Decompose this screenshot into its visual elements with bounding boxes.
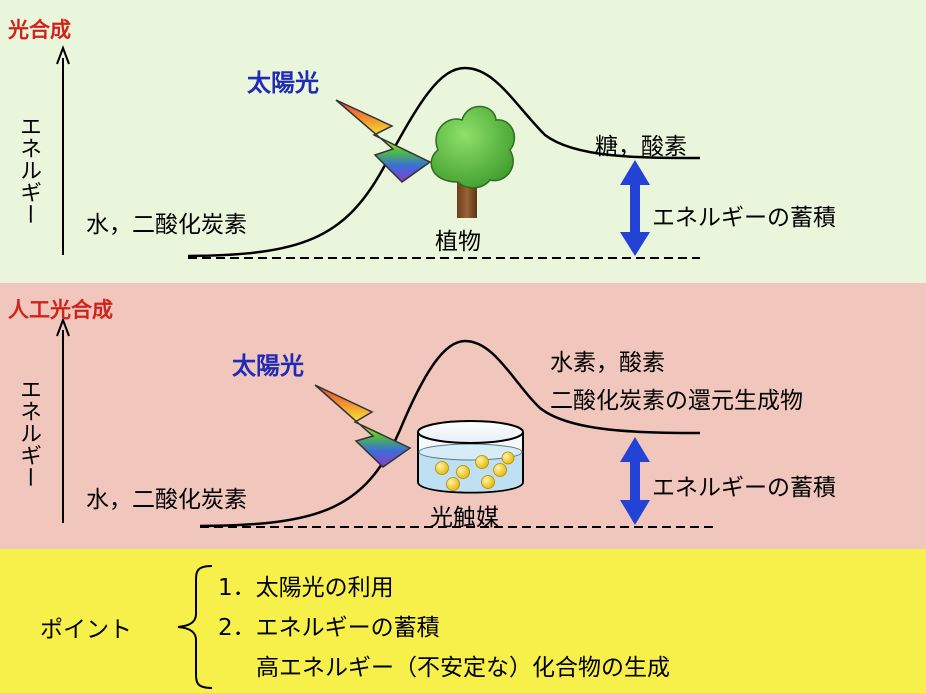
energy-axis-middle bbox=[56, 317, 70, 523]
energy-axis-label-middle: エネルギー bbox=[16, 378, 41, 488]
points-label: ポイント bbox=[40, 617, 132, 643]
point-item-2: 2．エネルギーの蓄積 bbox=[218, 615, 440, 641]
sunlight-label-top: 太陽光 bbox=[247, 69, 319, 97]
artificial-photosynthesis-panel bbox=[0, 283, 926, 549]
products-label-middle-2: 二酸化炭素の還元生成物 bbox=[550, 388, 803, 414]
energy-curve-middle bbox=[199, 339, 701, 528]
photocatalyst-label: 光触媒 bbox=[430, 505, 499, 531]
energy-storage-arrow-middle bbox=[620, 437, 650, 525]
brace-icon bbox=[177, 565, 213, 689]
energy-curve-top bbox=[187, 66, 701, 258]
products-label-top: 糖，酸素 bbox=[595, 134, 687, 160]
sunlight-lightning-icon bbox=[335, 99, 432, 183]
point-item-1: 1．太陽光の利用 bbox=[218, 575, 394, 601]
points-panel bbox=[0, 549, 926, 693]
photocatalyst-beaker-icon bbox=[417, 420, 524, 494]
energy-storage-label-middle: エネルギーの蓄積 bbox=[652, 475, 836, 501]
energy-axis-label-top: エネルギー bbox=[16, 115, 41, 225]
plant-label: 植物 bbox=[435, 229, 481, 255]
products-label-middle-1: 水素，酸素 bbox=[550, 350, 665, 376]
reactants-label-middle: 水，二酸化炭素 bbox=[86, 487, 247, 513]
tree-icon bbox=[430, 105, 516, 218]
energy-storage-label-top: エネルギーの蓄積 bbox=[652, 205, 836, 231]
photosynthesis-title: 光合成 bbox=[8, 18, 71, 42]
energy-axis-top bbox=[56, 45, 70, 255]
sunlight-label-middle: 太陽光 bbox=[232, 352, 304, 380]
energy-storage-arrow-top bbox=[620, 160, 650, 256]
point-item-3: 高エネルギー（不安定な）化合物の生成 bbox=[256, 655, 670, 681]
sunlight-lightning-icon-middle bbox=[314, 384, 412, 468]
reactants-label-top: 水，二酸化炭素 bbox=[86, 212, 247, 238]
artificial-photosynthesis-title: 人工光合成 bbox=[8, 298, 113, 322]
